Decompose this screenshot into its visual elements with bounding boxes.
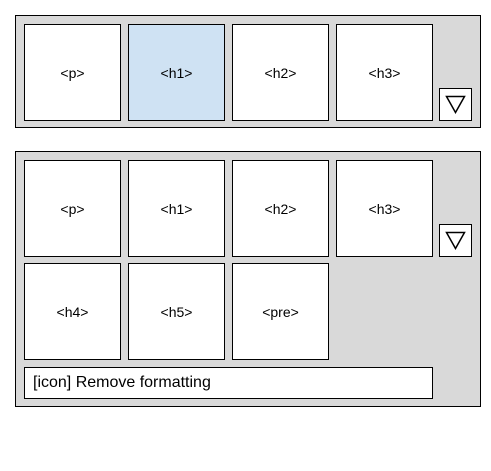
format-option-p[interactable]: <p> (24, 24, 121, 121)
expand-toggle-button[interactable] (439, 88, 472, 121)
format-option-h5[interactable]: <h5> (128, 263, 225, 360)
format-option-h1[interactable]: <h1> (128, 24, 225, 121)
format-option-p[interactable]: <p> (24, 160, 121, 257)
expanded-format-toolbar: <p> <h1> <h2> <h3> <h4> <h5> <pre> [icon… (15, 151, 481, 407)
collapse-toggle-button[interactable] (439, 224, 472, 257)
format-option-h3[interactable]: <h3> (336, 160, 433, 257)
format-option-h2[interactable]: <h2> (232, 160, 329, 257)
format-option-h1[interactable]: <h1> (128, 160, 225, 257)
triangle-down-icon (445, 231, 466, 250)
format-option-h3[interactable]: <h3> (336, 24, 433, 121)
format-option-h4[interactable]: <h4> (24, 263, 121, 360)
remove-formatting-button[interactable]: [icon] Remove formatting (24, 367, 433, 399)
format-option-pre[interactable]: <pre> (232, 263, 329, 360)
format-option-h2[interactable]: <h2> (232, 24, 329, 121)
collapsed-format-toolbar: <p> <h1> <h2> <h3> (15, 15, 481, 128)
triangle-down-icon (445, 95, 466, 114)
